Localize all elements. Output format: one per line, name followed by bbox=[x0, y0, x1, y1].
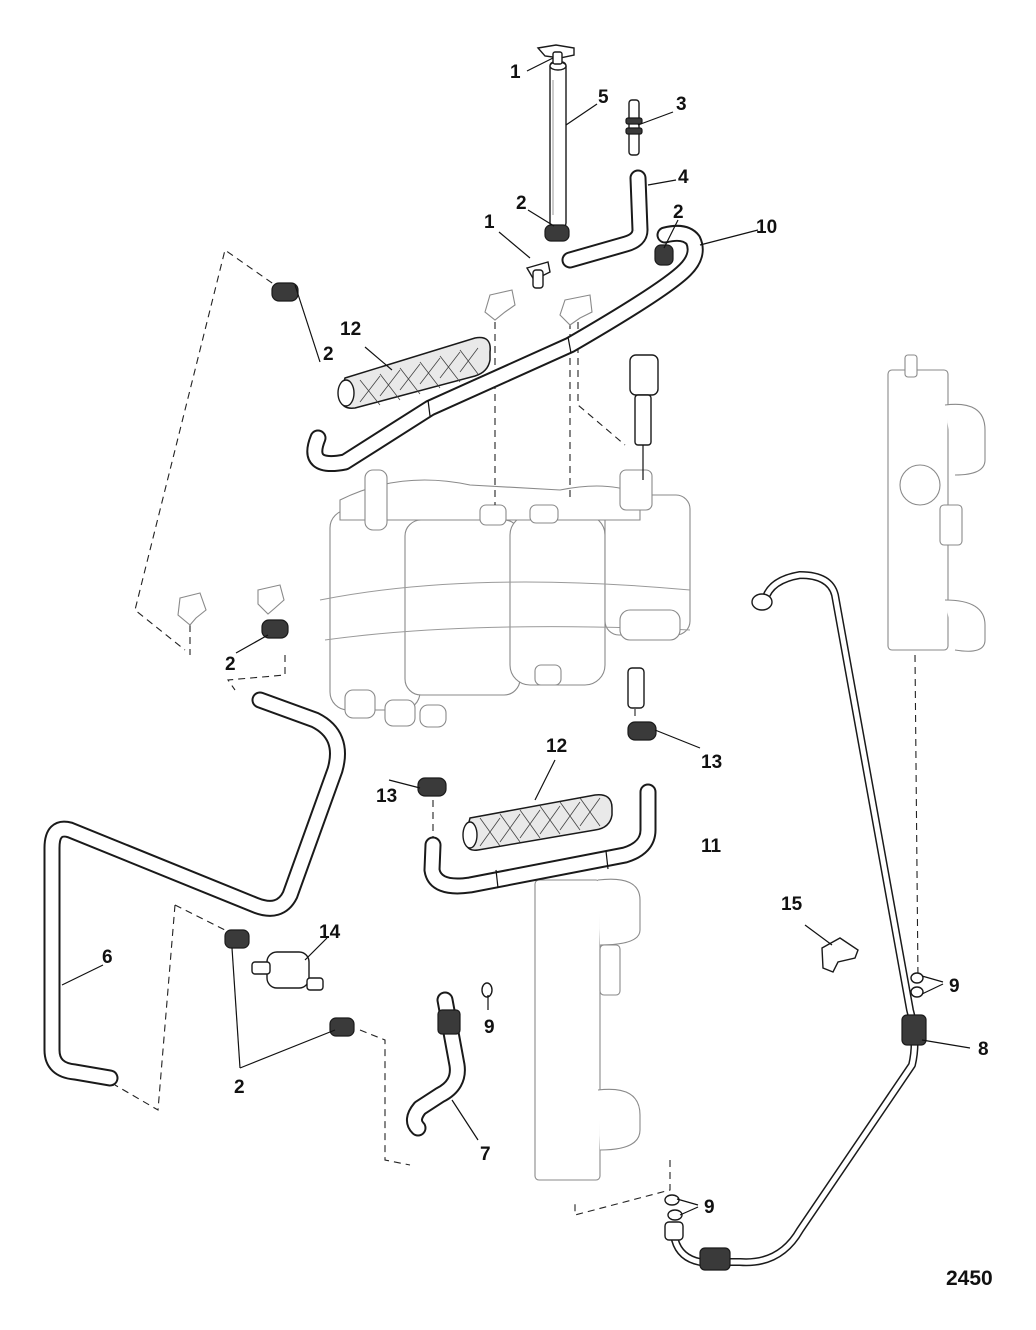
hose-4 bbox=[561, 169, 649, 269]
callout-3: 3 bbox=[676, 94, 687, 115]
callout-4: 4 bbox=[678, 167, 689, 188]
callout-2-top: 2 bbox=[516, 193, 527, 214]
alignment-dashed-lines bbox=[114, 249, 919, 1216]
callout-1-top: 1 bbox=[510, 62, 521, 83]
filter-5 bbox=[549, 61, 567, 228]
o-rings-9 bbox=[481, 972, 924, 1221]
fuel-rail-left bbox=[534, 878, 641, 1181]
callout-leader-lines bbox=[61, 57, 971, 1216]
clip-15 bbox=[821, 937, 859, 973]
callout-9-middle: 9 bbox=[484, 1017, 495, 1038]
hose-7 bbox=[406, 991, 466, 1137]
callout-9-right: 9 bbox=[949, 976, 960, 997]
callout-12-upper: 12 bbox=[340, 319, 361, 340]
callout-numbers: 1 5 3 4 2 1 2 10 12 2 2 12 13 13 11 15 1… bbox=[102, 62, 993, 1290]
fitting-bottom-pump bbox=[627, 667, 645, 709]
callout-5: 5 bbox=[598, 87, 609, 108]
callout-2-left-upper: 2 bbox=[323, 344, 334, 365]
callout-8: 8 bbox=[978, 1039, 989, 1060]
figure-number: 2450 bbox=[946, 1267, 993, 1290]
callout-7: 7 bbox=[480, 1144, 491, 1165]
callout-10: 10 bbox=[756, 217, 777, 238]
callout-11: 11 bbox=[701, 836, 722, 857]
hose-6 bbox=[43, 691, 346, 1087]
callout-13-left: 13 bbox=[376, 786, 397, 807]
callout-14: 14 bbox=[319, 922, 341, 943]
connector-14 bbox=[251, 951, 324, 991]
mesh-sleeve-12-upper bbox=[337, 336, 491, 409]
fuel-line-8 bbox=[664, 571, 927, 1271]
clamps-13 bbox=[417, 721, 657, 797]
sensor-top-right bbox=[629, 354, 659, 480]
fitting-3 bbox=[625, 99, 643, 156]
callout-12-lower: 12 bbox=[546, 736, 567, 757]
elbow-fittings bbox=[177, 289, 593, 626]
hose-11 bbox=[423, 783, 657, 895]
callout-2-bottom: 2 bbox=[234, 1077, 245, 1098]
hose-10 bbox=[306, 224, 704, 472]
callout-13-right: 13 bbox=[701, 752, 722, 773]
wing-clip-1-top bbox=[536, 44, 575, 65]
callout-15: 15 bbox=[781, 894, 803, 915]
fuel-pump-module-assembly bbox=[319, 469, 691, 728]
callout-6: 6 bbox=[102, 947, 113, 968]
wing-clip-1-mid bbox=[525, 261, 551, 289]
callout-2-left-mid: 2 bbox=[225, 654, 236, 675]
mesh-sleeve-12-lower bbox=[462, 794, 613, 851]
callout-9-bottom: 9 bbox=[704, 1197, 715, 1218]
fuel-rail-right bbox=[887, 354, 986, 652]
callout-1-mid: 1 bbox=[484, 212, 495, 233]
callout-2-right: 2 bbox=[673, 202, 684, 223]
clamps-2 bbox=[224, 224, 674, 1037]
